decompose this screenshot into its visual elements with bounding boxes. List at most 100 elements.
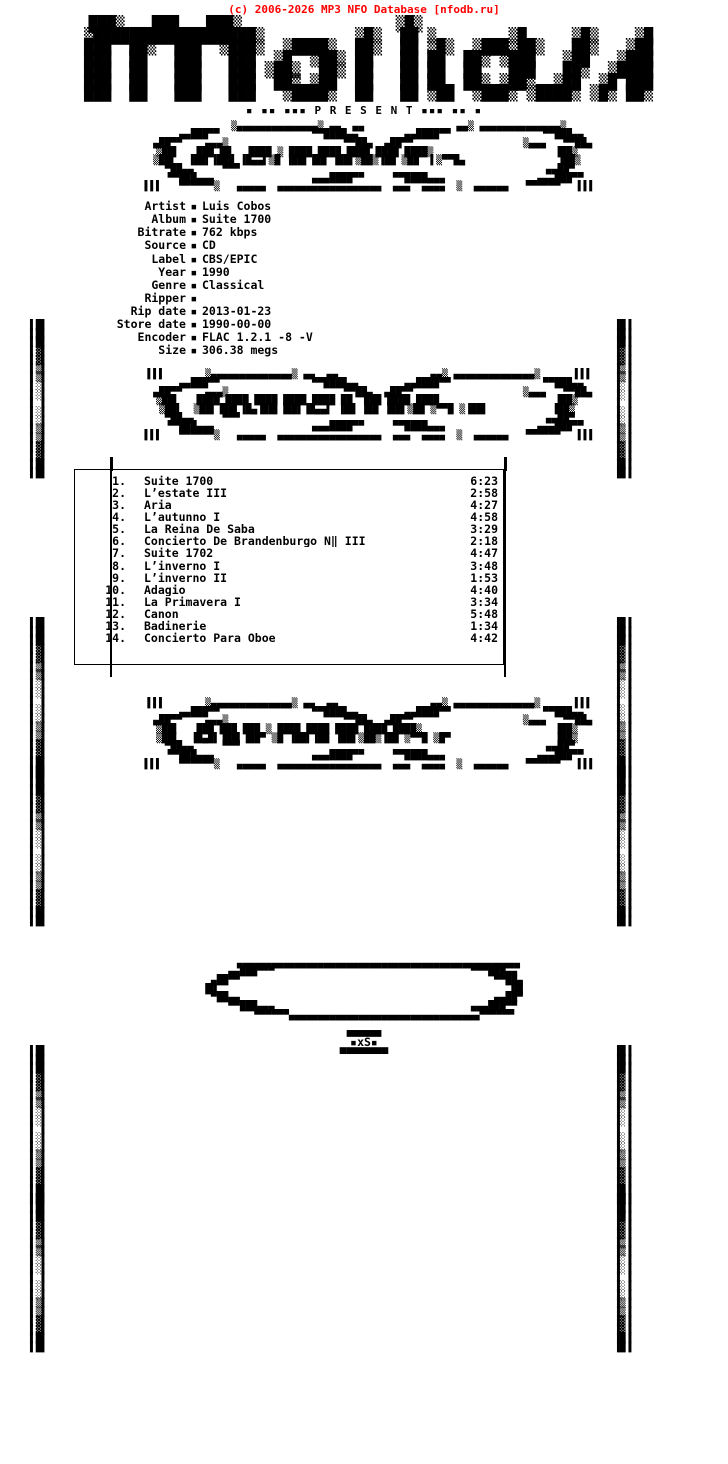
track-title: Suite 1700	[144, 474, 214, 487]
meta-key: Year	[158, 264, 186, 279]
present-line: ▪ ▪▪ ▪▪▪ P R E S E N T ▪▪▪ ▪▪ ▪	[245, 103, 483, 117]
meta-separator-icon: ▪	[190, 225, 198, 240]
side-bar-left: ▌█▌ ▌█▌ ▌█▌ ▌▓▌ ▌▓▌ ▌▒▌ ▌▒▌ ▌░▌ ▌░▌ ▌ ▌ …	[30, 1194, 48, 1353]
track-title: La Reina De Saba	[144, 523, 255, 536]
meta-value: Luis Cobos	[202, 199, 272, 214]
meta-row: Year ▪ 1990	[0, 264, 728, 279]
track-title: Badinerie	[144, 620, 207, 633]
track-time: 1:53	[470, 570, 498, 585]
track-time: 3:29	[470, 522, 498, 537]
meta-separator-icon: ▪	[190, 290, 198, 305]
track-number: 7.	[112, 546, 126, 561]
meta-value: 306.38 megs	[202, 343, 279, 358]
track-gap	[130, 596, 144, 608]
meta-row: Size ▪ 306.38 megs	[0, 344, 728, 357]
track-time: 4:47	[470, 546, 498, 561]
grp-notes-body	[0, 770, 728, 960]
tracklist-box	[74, 468, 504, 665]
track-title: Canon	[144, 607, 179, 620]
track-time: 5:48	[470, 606, 498, 621]
track-time: 4:58	[470, 510, 498, 525]
track-number: 6.	[112, 534, 126, 549]
side-bar-right: ▐█▐ ▐█▐ ▐█▐ ▐▓▐ ▐▓▐ ▐▒▐ ▐▒▐ ▐░▐ ▐░▐ ▐ ▐ …	[614, 1194, 632, 1353]
track-time: 2:58	[470, 485, 498, 500]
meta-row: Source ▪ CD	[0, 239, 728, 252]
track-gap	[130, 584, 144, 596]
track-row: 13. Badinerie 1:34	[74, 620, 504, 632]
banner-grp-notes: ▌▌▌ ▒▄▄▄▄▄▄▄▄▄▄▄▄▄▄▒ ▄▄ ▄▄ ▄▄▒ ▄▄▄▄▄▄▄▄▄…	[144, 697, 596, 770]
meta-key: Rip date	[130, 303, 186, 318]
track-gap	[130, 475, 144, 487]
track-number: 8.	[112, 558, 126, 573]
meta-row: Album ▪ Suite 1700	[0, 213, 728, 226]
track-number: 9.	[112, 570, 126, 585]
track-row: 4. L’autunno I 4:58	[74, 511, 504, 523]
meta-row: Encoder ▪ FLAC 1.2.1 -8 -V	[0, 330, 728, 345]
meta-value: Classical	[202, 277, 265, 292]
track-row: 7. Suite 1702 4:47	[74, 547, 504, 559]
tracklist-section: 1. Suite 1700 6:23 2. L’estate III 2:58 …	[0, 456, 728, 684]
copyright-banner: (c) 2006-2026 MP3 NFO Database [nfodb.ru…	[228, 3, 500, 16]
track-gap	[130, 535, 144, 547]
track-gap	[130, 511, 144, 523]
meta-separator-icon: ▪	[190, 343, 198, 358]
track-title: Suite 1702	[144, 547, 214, 560]
meta-separator-icon: ▪	[190, 264, 198, 279]
meta-row: Ripper ▪	[0, 290, 728, 305]
track-gap	[130, 632, 144, 644]
track-gap	[130, 523, 144, 535]
track-gap	[130, 572, 144, 584]
meta-value: CBS/EPIC	[202, 251, 258, 266]
meta-key: Album	[151, 212, 186, 227]
meta-key: Bitrate	[137, 225, 186, 240]
track-title: Concierto Para Oboe	[144, 632, 276, 645]
track-number: 13.	[105, 619, 126, 633]
track-row: 1. Suite 1700 6:23	[74, 475, 504, 487]
track-row: 5. La Reina De Saba 3:29	[74, 523, 504, 535]
meta-separator-icon: ▪	[190, 238, 198, 253]
track-gap	[130, 608, 144, 620]
track-number: 10.	[105, 582, 126, 597]
track-time: 1:34	[470, 619, 498, 633]
mahou-logo-art: ███▒ ███ ███▒ ▒█▒ ▒██████████████████▒ ▒…	[84, 15, 653, 102]
meta-separator-icon: ▪	[190, 251, 198, 266]
track-title: L’autunno I	[144, 511, 221, 524]
track-number: 4.	[112, 510, 126, 525]
track-row: 14. Concierto Para Oboe 4:42	[74, 632, 504, 644]
meta-key: Label	[151, 251, 186, 266]
meta-key: Artist	[144, 199, 186, 214]
meta-value: 1990	[202, 264, 230, 279]
side-bar-right: ▐█▐ ▐█▐ ▐█▐ ▐▓▐ ▐▓▐ ▐▒▐ ▐▒▐ ▐░▐ ▐░▐ ▐ ▐ …	[614, 1046, 632, 1205]
meta-separator-icon: ▪	[190, 330, 198, 345]
track-row: 2. L’estate III 2:58	[74, 487, 504, 499]
track-title: Adagio	[144, 583, 186, 596]
track-time: 3:48	[470, 558, 498, 573]
track-row: 6. Concierto De Brandenburgo N‖ III 2:18	[74, 535, 504, 547]
footer-bar-bottom: ▀▀▀▀▀▀▀	[339, 1047, 389, 1062]
track-number: 2.	[112, 485, 126, 500]
side-bar-left: ▌█▌ ▌█▌ ▌█▌ ▌▓▌ ▌▓▌ ▌▒▌ ▌▒▌ ▌░▌ ▌░▌ ▌ ▌ …	[30, 1046, 48, 1205]
track-title: Concierto De Brandenburgo N‖ III	[144, 535, 366, 548]
track-time: 4:42	[470, 631, 498, 646]
metadata-block: Artist ▪ Luis Cobos Album ▪ Suite 1700 B…	[0, 200, 728, 357]
meta-key: Encoder	[137, 330, 186, 345]
track-row: 3. Aria 4:27	[74, 499, 504, 511]
meta-separator-icon: ▪	[190, 316, 198, 331]
meta-value: 2013-01-23	[202, 303, 272, 318]
banner-album-notes: ▒▄▄▄▄▄▄▄▄▄▄▄▄▄▄▒ ▄▄ ▄▄ ▄▄▒ ▄▄▄▄▄▄▄▄▄▄▄▄▄…	[144, 120, 596, 193]
meta-value: 762 kbps	[202, 225, 258, 240]
footer-signature: ▪xS▪	[350, 1035, 378, 1050]
meta-row: Bitrate ▪ 762 kbps	[0, 226, 728, 239]
meta-row: Genre ▪ Classical	[0, 277, 728, 292]
track-time: 4:27	[470, 498, 498, 513]
meta-value: CD	[202, 238, 216, 253]
meta-value: Suite 1700	[202, 212, 272, 227]
meta-row: Label ▪ CBS/EPIC	[0, 251, 728, 266]
track-number: 11.	[105, 594, 126, 609]
track-time: 6:23	[470, 473, 498, 488]
meta-value: FLAC 1.2.1 -8 -V	[202, 330, 313, 345]
tracklist-divider-right	[504, 456, 506, 677]
track-row: 11. La Primavera I 3:34	[74, 596, 504, 608]
track-gap	[130, 499, 144, 511]
track-number: 3.	[112, 498, 126, 513]
